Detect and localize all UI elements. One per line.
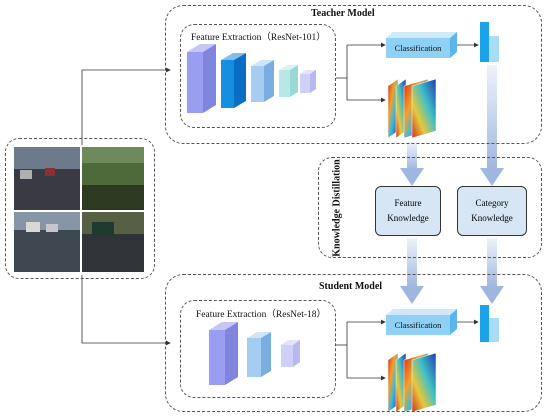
student-feature-blocks xyxy=(209,322,300,385)
knowledge-distillation-title-text: Knowledge Distillation xyxy=(331,159,343,257)
teacher-feature-extraction-label: Feature Extraction（ResNet-101） xyxy=(191,33,326,43)
teacher-heatmap-stack xyxy=(387,78,437,139)
teacher-classification-box-shape xyxy=(386,32,457,58)
flow-arrow-category-out xyxy=(480,238,504,304)
student-output-bars xyxy=(480,305,499,342)
teacher-feature-blocks xyxy=(187,44,316,113)
teacher-feature-extraction-panel xyxy=(180,24,336,128)
teacher-model-panel xyxy=(165,5,542,144)
teacher-output-bars xyxy=(480,22,499,62)
knowledge-distillation-panel xyxy=(318,157,542,258)
student-classification-box-shape xyxy=(386,309,457,335)
student-heatmap-stack xyxy=(387,352,437,413)
student-feature-extraction-panel xyxy=(180,300,336,398)
input-to-teacher-arrow xyxy=(81,67,171,145)
student-model-title: Student Model xyxy=(319,281,383,292)
flow-arrow-feature-out xyxy=(400,238,424,304)
feature-knowledge-box: Feature Knowledge xyxy=(375,186,441,236)
input-image-grid xyxy=(14,147,144,272)
student-feature-extraction-label: Feature Extraction（ResNet-18） xyxy=(196,310,327,320)
student-classification-box: Classification xyxy=(394,320,442,330)
flow-arrow-feature-in xyxy=(400,142,424,186)
flow-arrow-category-in xyxy=(480,65,504,186)
input-image-frame xyxy=(5,138,155,279)
category-knowledge-box: Category Knowledge xyxy=(457,186,527,236)
student-model-panel xyxy=(165,274,542,412)
teacher-model-title: Teacher Model xyxy=(311,8,375,19)
input-to-student-arrow xyxy=(81,275,171,346)
teacher-classification-box: Classification xyxy=(394,43,442,53)
